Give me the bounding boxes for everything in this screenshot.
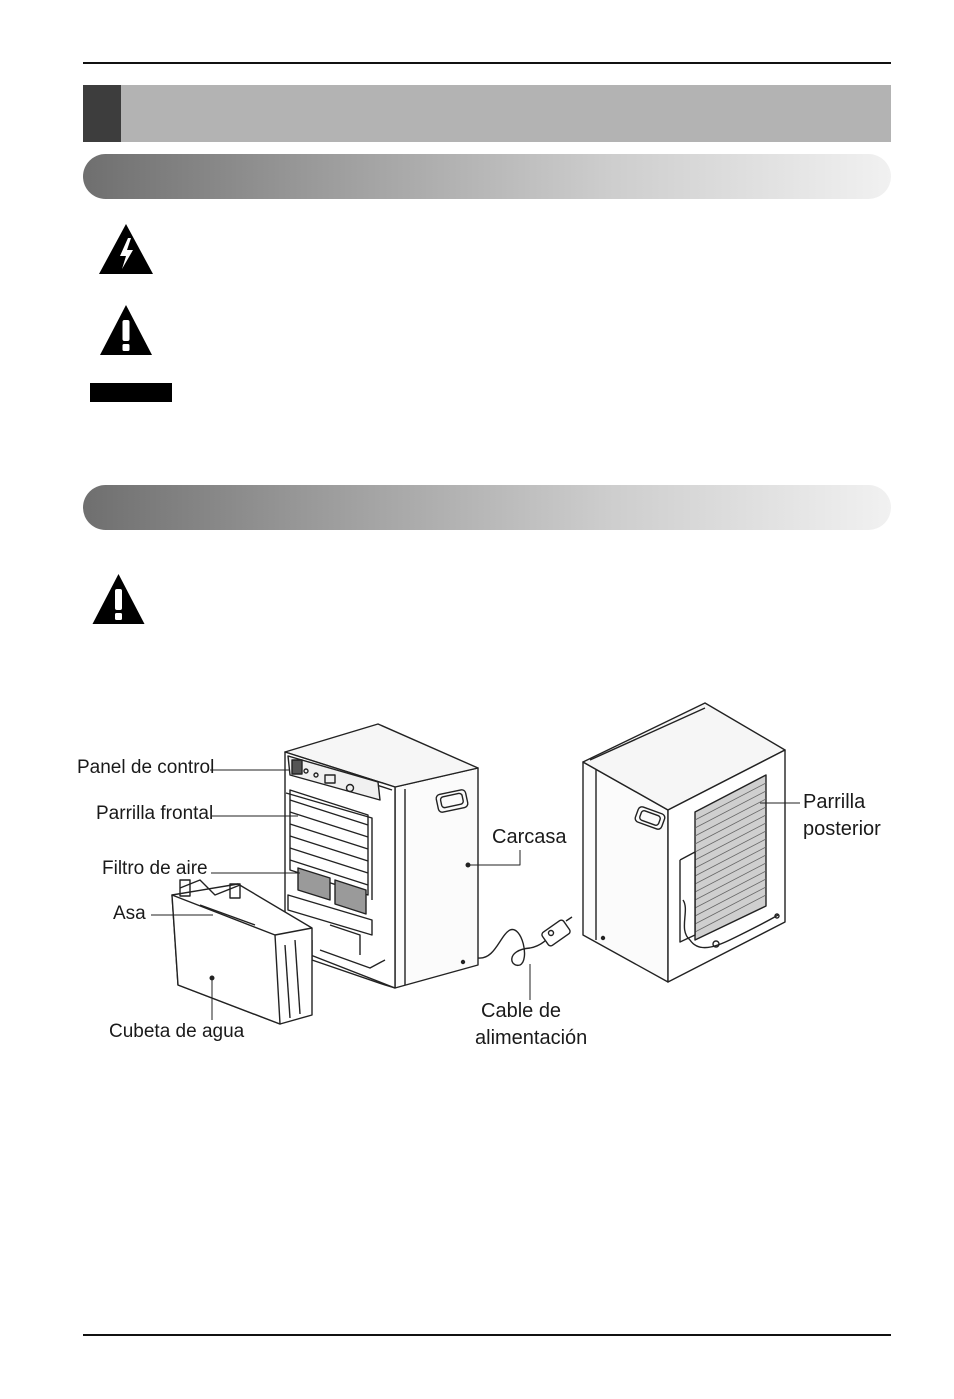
- label-power-cord-line1: Cable de: [481, 1000, 562, 1022]
- label-power-cord-line2: alimentación: [475, 1027, 588, 1049]
- label-water-bucket: Cubeta de agua: [109, 1021, 245, 1042]
- label-air-filter: Filtro de aire: [102, 858, 208, 879]
- air-filter-illustration: [287, 867, 373, 936]
- subsection-header-1: [83, 154, 891, 199]
- section-title-tab: [83, 85, 121, 142]
- label-rear-grille-line1: Parrilla: [803, 791, 866, 813]
- label-handle: Asa: [113, 903, 146, 924]
- top-rule: [83, 62, 891, 64]
- notice-label-block: [90, 383, 172, 402]
- front-grille-illustration: [285, 789, 373, 900]
- label-rear-grille-line2: posterior: [803, 818, 881, 840]
- leader-lines: [151, 769, 800, 1020]
- label-front-grille: Parrilla frontal: [96, 803, 214, 824]
- label-cabinet: Carcasa: [492, 826, 567, 848]
- dehumidifier-parts-diagram: [151, 702, 800, 1025]
- caution-exclamation-icon: [92, 574, 145, 624]
- control-panel-illustration: [287, 755, 381, 801]
- water-bucket-illustration: [171, 879, 313, 1025]
- section-title-bar: [83, 85, 891, 142]
- rear-grille-illustration: [679, 774, 780, 949]
- label-control-panel: Panel de control: [77, 757, 215, 778]
- bottom-rule: [83, 1334, 891, 1336]
- electric-shock-warning-icon: [99, 224, 153, 274]
- power-cord-illustration: [477, 916, 573, 966]
- caution-exclamation-icon: [100, 305, 152, 355]
- subsection-header-2: [83, 485, 891, 530]
